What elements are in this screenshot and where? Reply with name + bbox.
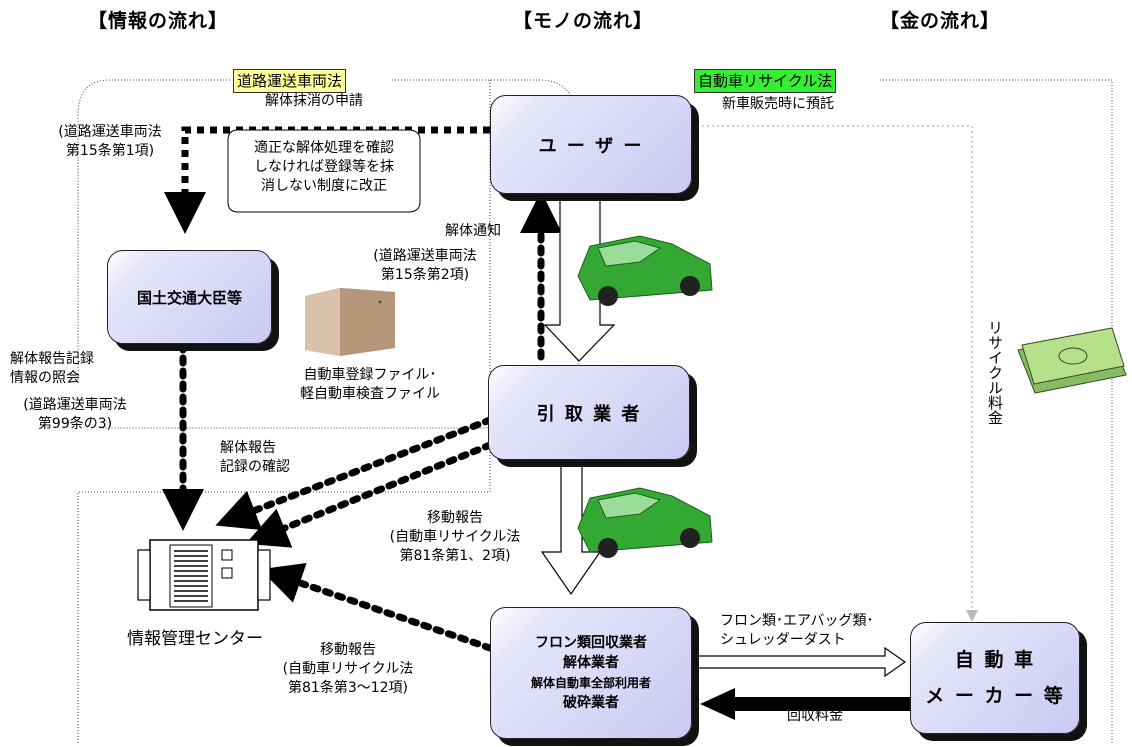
recyclers-box: フロン類回収業者 解体業者 解体自動車全部利用者 破砕業者 [490,607,692,739]
reform-note-label: 適正な解体処理を確認 しなければ登録等を抹 消しない制度に改正 [254,140,394,194]
materials-arrow [694,646,907,678]
road-act-15-2-label: (道路運送車両法 第15条第2項) [373,248,477,283]
ministry-label: 国土交通大臣等 [136,288,242,307]
recycler-label-full-user: 解体自動車全部利用者 [530,676,651,690]
recycler-label-dismantler: 解体業者 [563,655,619,671]
file-cabinet-icon [305,288,395,356]
money-flow-header: 【金の流れ】 [880,10,1001,32]
record-inquiry-label: 解体報告記録 情報の照会 [10,351,94,386]
road-act-label: 道路運送車両法 [233,69,347,93]
materials-label: フロン類･エアバッグ類･ シュレッダーダスト [720,613,874,648]
info-center-label: 情報管理センター [127,629,263,649]
move-report-2-label: 移動報告 (自動車リサイクル法 第81条第3～12項) [282,642,414,696]
collection-fee-label: 回収料金 [787,708,843,724]
road-act-15-1-label: (道路運送車両法 第15条第1項) [58,124,162,159]
recycle-act-boundary-right [880,79,1113,745]
collector-box: 引 取 業 者 [488,365,690,460]
recycle-fee-line [692,125,978,622]
collector-label: 引 取 業 者 [536,403,642,425]
user-box: ユ ー ザ ー [490,95,692,194]
recycle-act-boundary [77,80,491,745]
user-to-collector-arrow [543,199,616,362]
car-icon [577,235,713,306]
recycle-act-label: 自動車リサイクル法 [694,69,837,93]
road-act-boundary-left [77,79,230,385]
maker-label-line1: 自 動 車 [954,649,1036,671]
recycle-fee-label: リサイクル料金 [986,320,1004,425]
server-icon [137,539,271,611]
money-icon [1017,327,1127,394]
prepay-label: 新車販売時に預託 [722,96,834,112]
user-label: ユ ー ザ ー [538,135,644,157]
collection-fee-arrow [700,688,910,720]
move-report-1-label: 移動報告 (自動車リサイクル法 第81条第1、2項) [389,510,521,564]
goods-flow-header: 【モノの流れ】 [513,10,654,32]
dismantle-application-label: 解体抹消の申請 [265,93,363,109]
recycler-label-freon: フロン類回収業者 [535,635,647,651]
dismantle-application-arrow [164,126,490,234]
reform-note-bubble [227,129,421,213]
maker-label-line2: メ ー カ ー 等 [925,685,1065,707]
collector-to-recycler-arrow [540,463,602,596]
dismantle-notice-label: 解体通知 [445,223,501,239]
record-confirm-label: 解体報告 記録の確認 [220,440,290,475]
confirm-arrow-2 [245,441,494,548]
move-report-arrow [260,562,494,652]
confirm-arrow-1 [215,416,494,531]
info-flow-header: 【情報の流れ】 [88,10,229,32]
maker-box: 自 動 車 メ ー カ ー 等 [910,622,1080,734]
registration-file-label: 自動車登録ファイル･ 軽自動車検査ファイル [300,367,440,402]
recycler-label-shredder: 破砕業者 [563,695,619,711]
car-icon [577,487,713,558]
ministry-box: 国土交通大臣等 [107,250,272,344]
road-act-99-3-label: (道路運送車両法 第99条の3) [23,397,127,432]
